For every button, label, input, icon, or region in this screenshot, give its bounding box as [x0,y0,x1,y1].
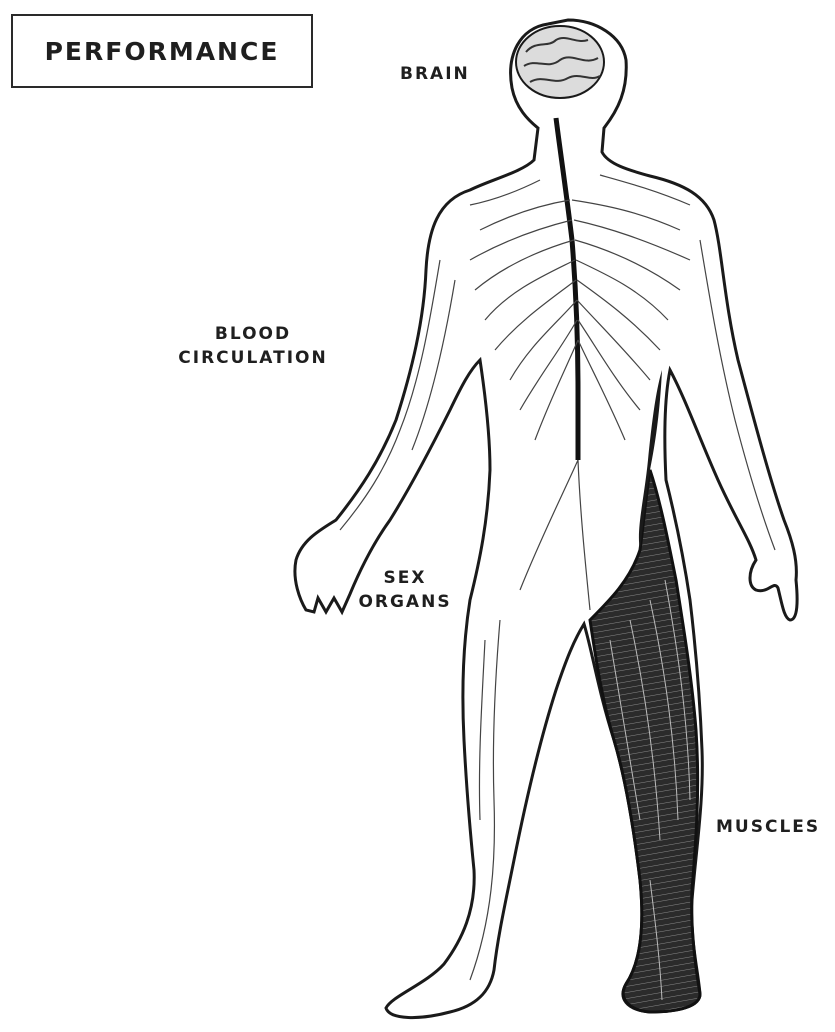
title-box: PERFORMANCE [11,14,313,88]
sex-label-line1: SEX [340,566,470,590]
muscles-label: MUSCLES [716,815,820,839]
title-label: PERFORMANCE [45,37,280,66]
brain-label: BRAIN [400,62,470,86]
blood-circulation-label: BLOOD CIRCULATION [158,322,348,370]
blood-label-line1: BLOOD [158,322,348,346]
sex-organs-label: SEX ORGANS [340,566,470,614]
brain-drawing [516,26,604,98]
sex-label-line2: ORGANS [340,590,470,614]
body-outline [295,20,797,1018]
blood-label-line2: CIRCULATION [158,346,348,370]
